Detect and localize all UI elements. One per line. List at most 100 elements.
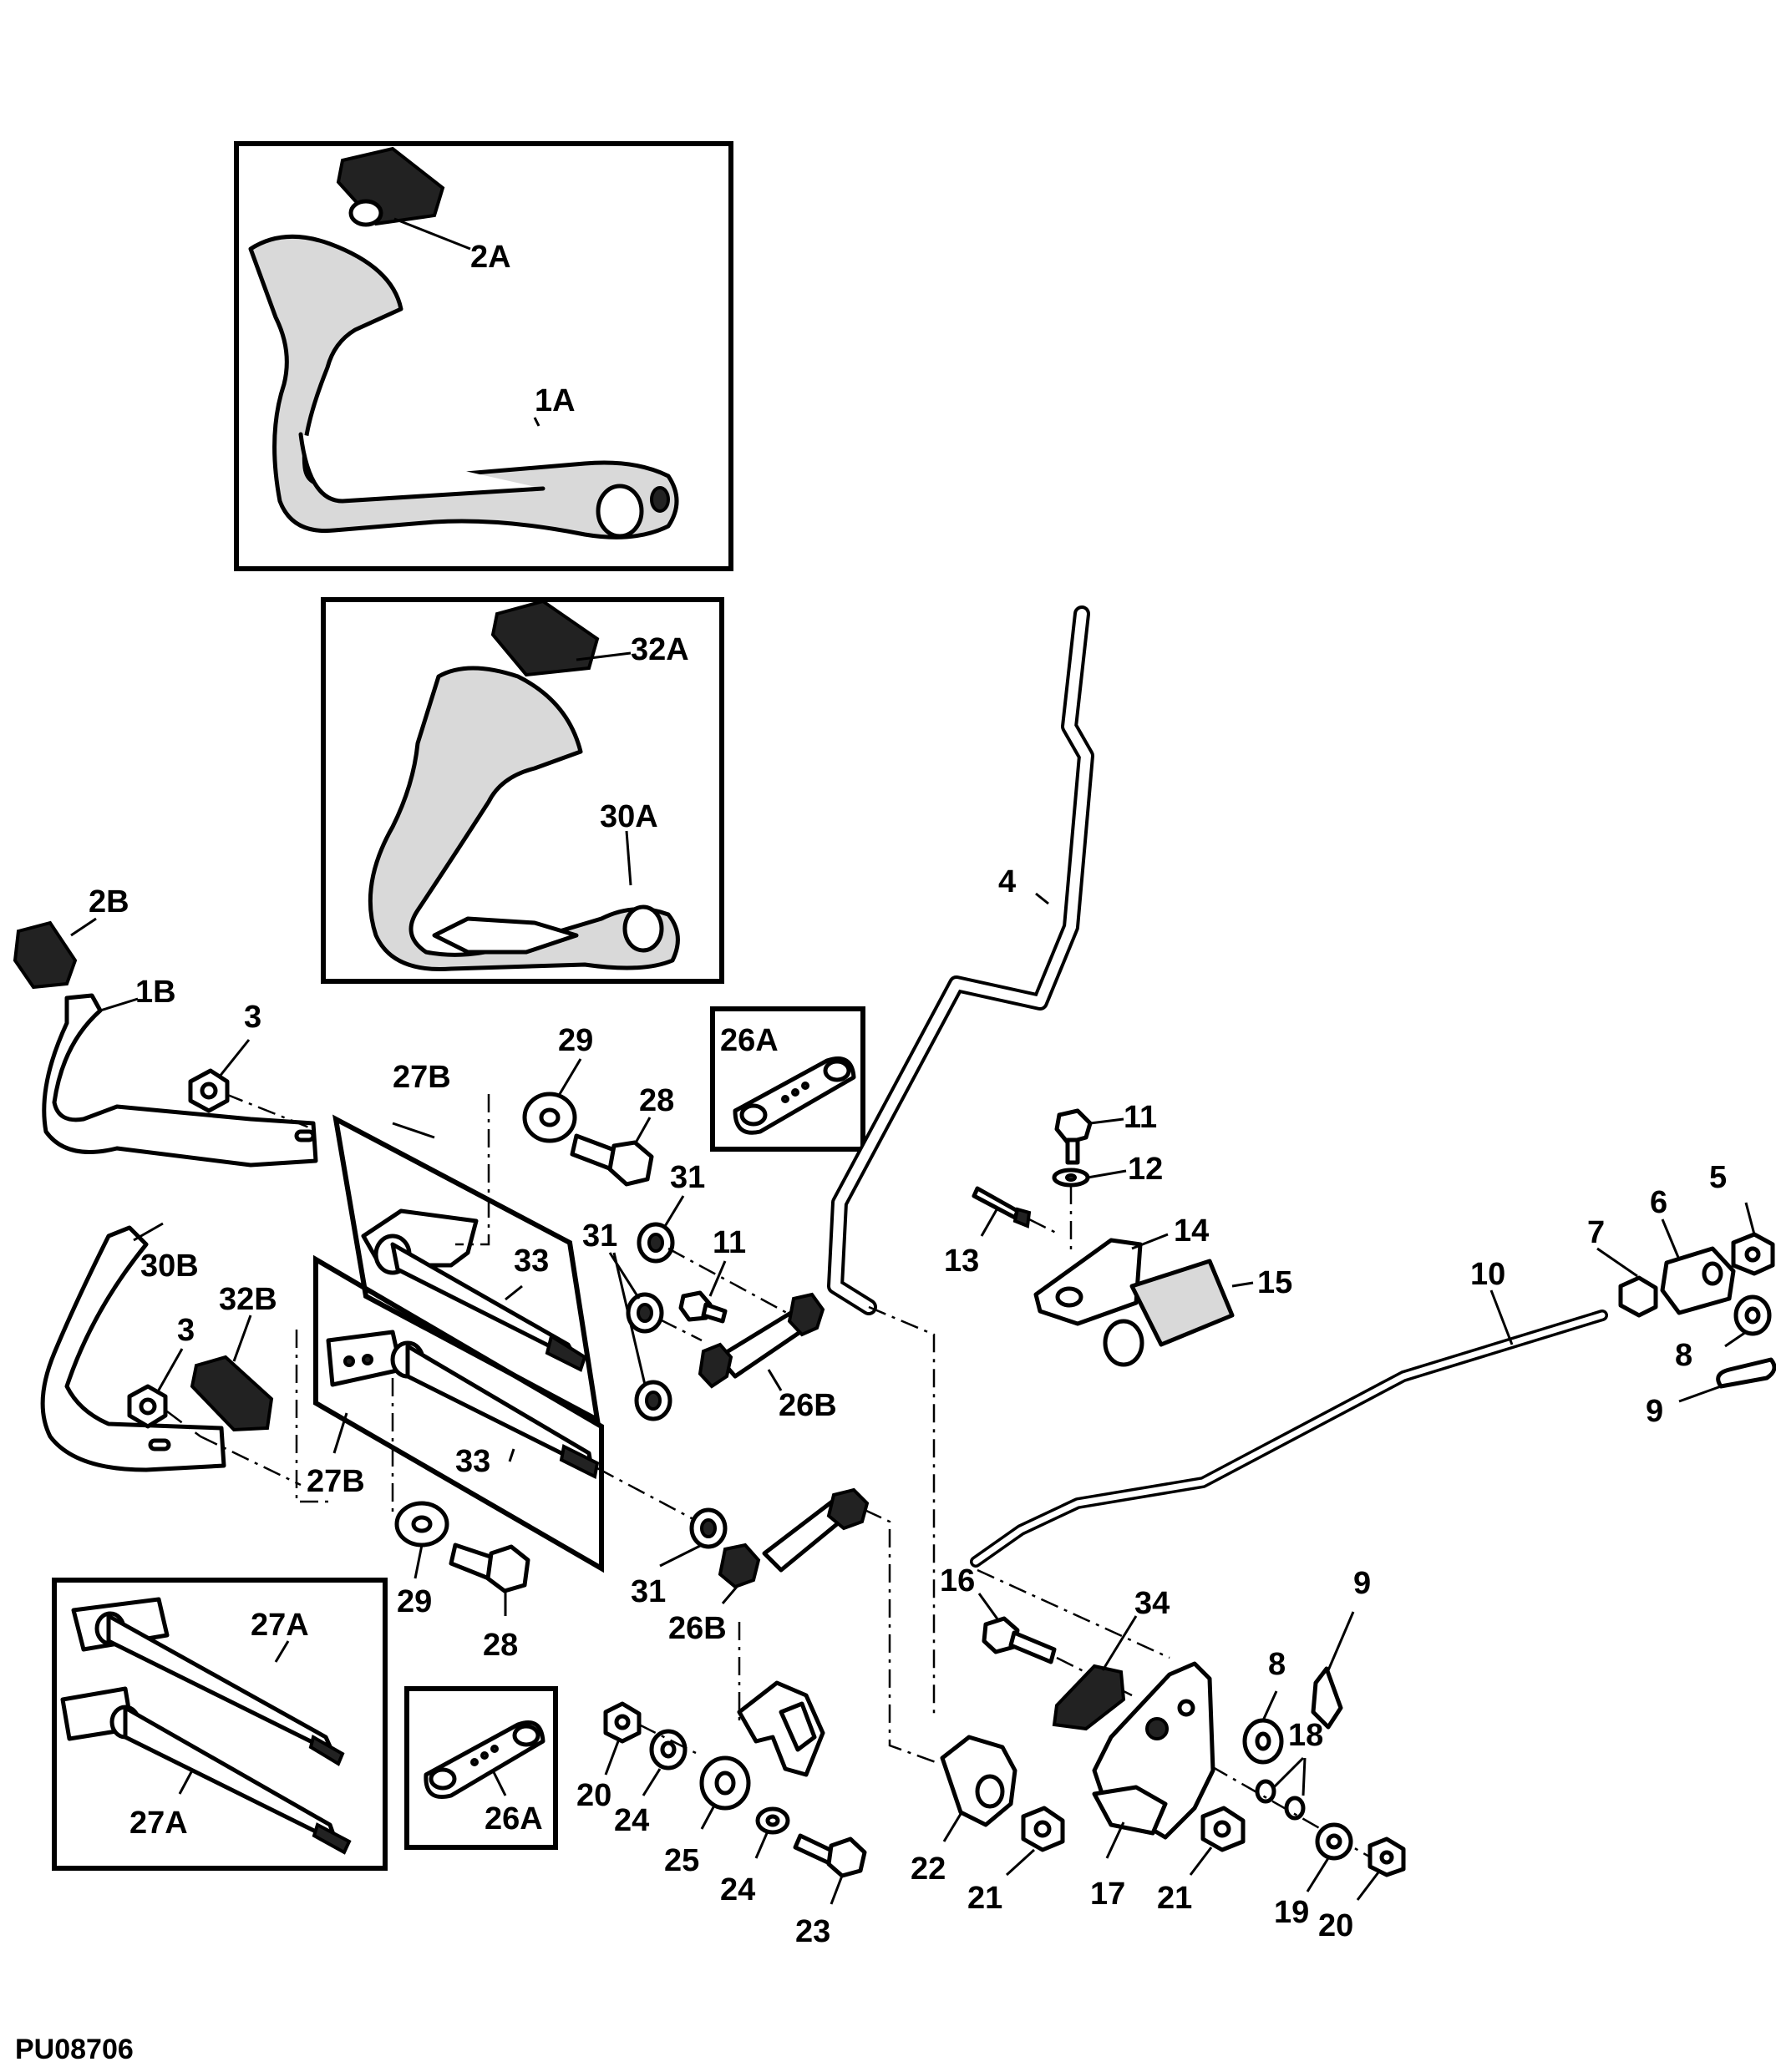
callout-26a-lower: 26A bbox=[485, 1801, 543, 1836]
nut-20-right bbox=[1368, 1836, 1406, 1877]
box-27b-upper bbox=[332, 1114, 601, 1425]
washer-25 bbox=[699, 1755, 751, 1811]
leader-31-d bbox=[659, 1543, 703, 1568]
leader-32b bbox=[232, 1315, 252, 1362]
nut-3b bbox=[127, 1384, 168, 1429]
callout-18: 18 bbox=[1288, 1718, 1323, 1753]
shaft-27a-lower bbox=[60, 1686, 352, 1855]
callout-14: 14 bbox=[1174, 1213, 1209, 1249]
bolt-11-a bbox=[678, 1290, 728, 1324]
leader-29-upper bbox=[558, 1058, 582, 1095]
callout-3a: 3 bbox=[244, 1000, 261, 1035]
callout-22: 22 bbox=[911, 1852, 946, 1887]
leader-19 bbox=[1306, 1857, 1330, 1892]
leader-26b-upper bbox=[767, 1369, 783, 1391]
pad-2b bbox=[13, 920, 78, 990]
nut-7 bbox=[1618, 1275, 1658, 1318]
clip-9-right bbox=[1716, 1357, 1776, 1389]
leader-29-lower bbox=[414, 1544, 424, 1579]
bolt-23 bbox=[793, 1833, 867, 1878]
leader-27b-lower bbox=[332, 1412, 348, 1454]
axis-13 bbox=[1028, 1218, 1060, 1236]
leader-1b bbox=[99, 997, 139, 1012]
link-26b-lower bbox=[718, 1487, 870, 1589]
callout-33-upper: 33 bbox=[514, 1244, 549, 1279]
callout-20-left: 20 bbox=[576, 1778, 611, 1813]
callout-27a-lower: 27A bbox=[129, 1806, 188, 1841]
rod-4 bbox=[827, 605, 1094, 1315]
axis-31-upper bbox=[667, 1247, 815, 1330]
leader-8-lower bbox=[1261, 1690, 1278, 1721]
pedal-arm-1a bbox=[248, 234, 679, 540]
link-26a-lower bbox=[424, 1720, 545, 1799]
link-26b-upper bbox=[698, 1292, 825, 1389]
leader-20-right bbox=[1356, 1872, 1380, 1901]
leader-22 bbox=[942, 1813, 962, 1842]
leader-27a-lower bbox=[178, 1770, 194, 1795]
leader-16 bbox=[977, 1593, 1000, 1621]
leader-1a bbox=[533, 417, 540, 427]
callout-31-b: 31 bbox=[582, 1218, 617, 1254]
washer-8-lower bbox=[1242, 1718, 1284, 1765]
leader-23 bbox=[830, 1875, 844, 1905]
shaft-33-upper bbox=[361, 1208, 587, 1372]
callout-34: 34 bbox=[1134, 1586, 1170, 1621]
callout-29-lower: 29 bbox=[397, 1584, 432, 1619]
bushing-31-c bbox=[634, 1380, 672, 1421]
bushing-31-b bbox=[626, 1292, 664, 1334]
pedal-pad-2a bbox=[336, 146, 445, 227]
callout-24-b: 24 bbox=[720, 1872, 755, 1907]
inset-box-27a bbox=[52, 1578, 388, 1871]
bolt-28-upper bbox=[570, 1133, 654, 1187]
callout-9-right: 9 bbox=[1646, 1394, 1663, 1429]
axis-3a bbox=[225, 1092, 310, 1129]
leader-11-b bbox=[1089, 1117, 1124, 1125]
leader-31-a bbox=[662, 1195, 685, 1229]
callout-19: 19 bbox=[1274, 1895, 1309, 1930]
callout-11-b: 11 bbox=[1124, 1100, 1157, 1135]
callout-1a: 1A bbox=[535, 383, 576, 418]
bushing-31-a bbox=[637, 1222, 675, 1264]
pad-34 bbox=[1052, 1664, 1126, 1731]
leader-33-lower bbox=[508, 1448, 515, 1462]
box-27b-lower bbox=[313, 1254, 604, 1573]
callout-23: 23 bbox=[795, 1914, 830, 1949]
leader-30a bbox=[625, 830, 632, 886]
callout-21-right: 21 bbox=[1157, 1881, 1192, 1916]
leader-4 bbox=[1035, 892, 1049, 905]
axis-20-24 bbox=[638, 1723, 698, 1755]
leader-24-a bbox=[642, 1768, 662, 1796]
leader-27b-upper bbox=[392, 1122, 435, 1139]
rod-10 bbox=[970, 1310, 1608, 1568]
callout-31-d: 31 bbox=[631, 1574, 666, 1609]
leader-27a-upper bbox=[274, 1640, 290, 1663]
callout-27b-upper: 27B bbox=[393, 1060, 451, 1095]
callout-27b-lower: 27B bbox=[307, 1464, 365, 1499]
callout-20-right: 20 bbox=[1318, 1908, 1353, 1943]
callout-2a: 2A bbox=[470, 240, 511, 275]
washer-24-a bbox=[649, 1729, 688, 1771]
pin-13 bbox=[972, 1186, 1032, 1229]
callout-2b: 2B bbox=[89, 884, 129, 919]
callout-9-lower: 9 bbox=[1353, 1566, 1371, 1601]
washer-29-upper bbox=[522, 1092, 577, 1143]
lever-1b bbox=[42, 993, 318, 1168]
inset-box-30a bbox=[321, 597, 724, 984]
callout-30b: 30B bbox=[140, 1249, 199, 1284]
callout-8-right: 8 bbox=[1675, 1338, 1692, 1373]
callout-24-a: 24 bbox=[614, 1803, 649, 1838]
leader-33-upper bbox=[505, 1284, 523, 1301]
callout-7: 7 bbox=[1587, 1215, 1605, 1250]
bolt-16 bbox=[982, 1616, 1057, 1664]
callout-21-left: 21 bbox=[967, 1881, 1002, 1916]
callout-4: 4 bbox=[998, 864, 1016, 899]
callout-31-a: 31 bbox=[670, 1160, 705, 1195]
axis-18 bbox=[1210, 1765, 1388, 1868]
callout-5: 5 bbox=[1709, 1160, 1727, 1195]
callout-27a-upper: 27A bbox=[251, 1608, 309, 1643]
callout-33-lower: 33 bbox=[455, 1444, 490, 1479]
washer-24-b bbox=[755, 1806, 790, 1835]
callout-8-lower: 8 bbox=[1268, 1647, 1286, 1682]
leader-20-left bbox=[604, 1740, 620, 1776]
callout-26a-upper: 26A bbox=[720, 1023, 779, 1058]
